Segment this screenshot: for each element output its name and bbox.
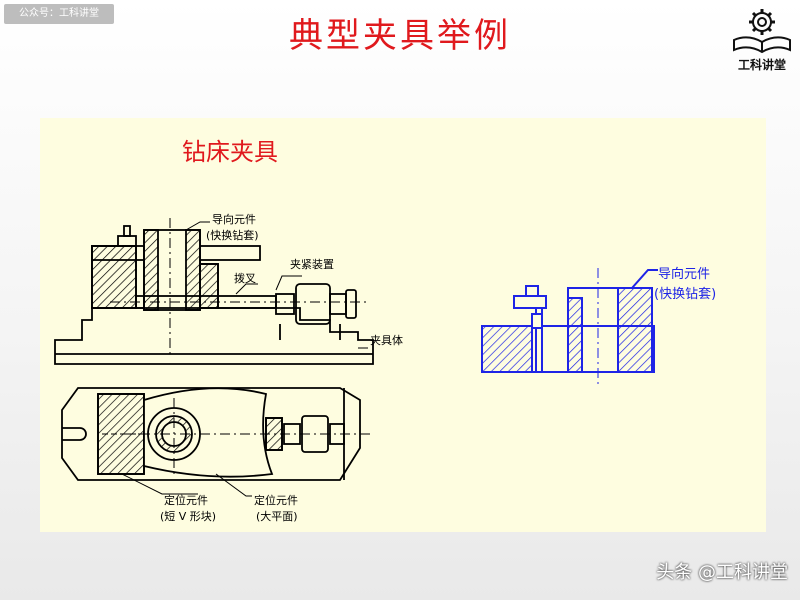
bushing-detail (481, 268, 658, 386)
front-view (54, 218, 374, 365)
diagram-panel: 钻床夹具 (40, 118, 766, 532)
gear-book-icon (733, 9, 791, 54)
label-locate-v: 定位元件 (164, 493, 208, 507)
label-body: 夹具体 (370, 333, 403, 347)
label-locate-flat-sub: (大平面) (256, 509, 298, 523)
logo-text: 工科讲堂 (737, 58, 786, 72)
wechat-watermark: 公众号：工科讲堂 (4, 4, 114, 24)
slide-title: 典型夹具举例 (289, 16, 511, 56)
label-guide-right: 导向元件 (658, 266, 710, 282)
diagram-heading: 钻床夹具 (182, 138, 278, 166)
top-view (61, 387, 370, 481)
drill-jig-drawing: 钻床夹具 (54, 138, 716, 523)
logo: 工科讲堂 (728, 4, 796, 76)
footer-watermark: 头条 @工科讲堂 (656, 562, 788, 583)
label-guide-right-sub: (快换钻套) (654, 286, 716, 302)
label-guide-top: 导向元件 (212, 212, 256, 226)
label-fork: 拨叉 (234, 271, 256, 285)
label-clamp: 夹紧装置 (290, 258, 334, 271)
leader-lines (121, 221, 368, 497)
label-locate-flat: 定位元件 (254, 493, 298, 507)
label-locate-v-sub: (短 V 形块) (160, 509, 216, 523)
label-guide-top-sub: (快换钻套) (206, 228, 259, 242)
